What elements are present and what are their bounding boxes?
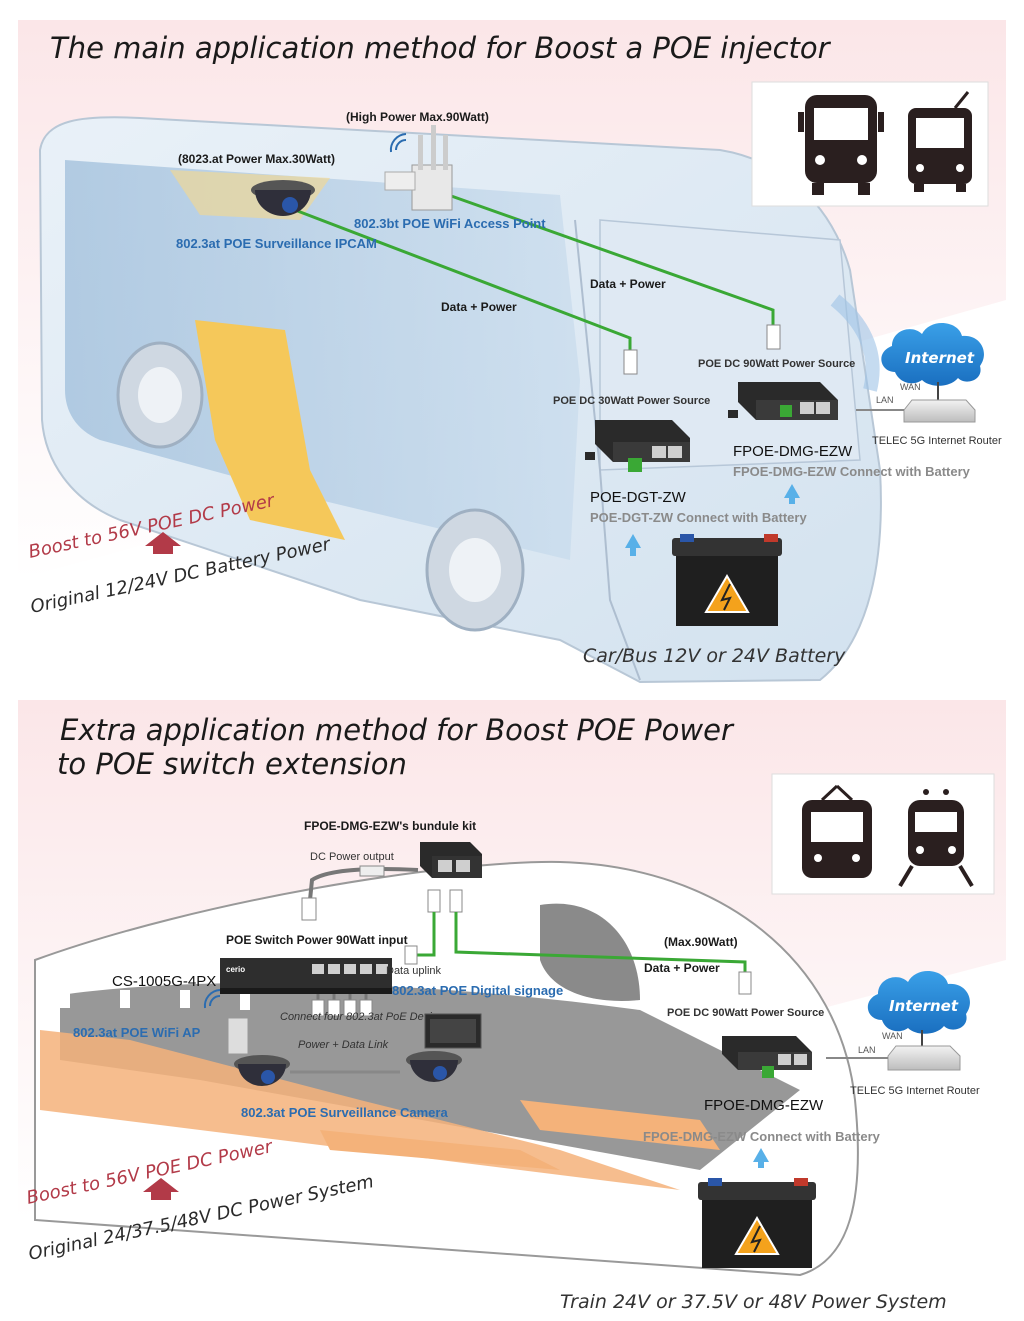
internet-cloud-icon bbox=[867, 970, 970, 1034]
section-1: The main application method for Boost a … bbox=[18, 20, 1006, 684]
ipcam-power-label: (8023.at Power Max.30Watt) bbox=[178, 152, 335, 166]
dome-camera-icon bbox=[234, 1055, 290, 1086]
switch-input-label: POE Switch Power 90Watt input bbox=[226, 933, 408, 947]
power-data-link-label: Power + Data Link bbox=[298, 1039, 389, 1051]
access-point-icon bbox=[384, 125, 453, 211]
rj45-plug-icon bbox=[623, 324, 781, 375]
kit-label: FPOE-DMG-EZW's bundule kit bbox=[304, 819, 476, 833]
injector-kit-icon bbox=[420, 842, 482, 878]
lan-label-2: LAN bbox=[858, 1045, 876, 1055]
connect-four-label: Connect four 802.3at PoE Device bbox=[280, 1011, 443, 1023]
router-label-2: TELEC 5G Internet Router bbox=[850, 1085, 980, 1097]
wifi-signal-icon bbox=[389, 133, 407, 153]
src30-label: POE DC 30Watt Power Source bbox=[553, 395, 710, 407]
internet-cloud-icon bbox=[881, 322, 984, 386]
src90-label: POE DC 90Watt Power Source bbox=[698, 358, 855, 370]
switch-model-label: CS-1005G-4PX bbox=[112, 973, 216, 990]
section-1-cables bbox=[294, 190, 775, 350]
router-label: TELEC 5G Internet Router bbox=[872, 435, 1002, 447]
fpoe-dmg-ezw-device bbox=[722, 1036, 812, 1078]
blue-arrow-icon bbox=[753, 1148, 769, 1168]
switch-brand-logo: cerio bbox=[226, 965, 245, 974]
wan-label: WAN bbox=[900, 382, 921, 392]
fpoe-dmg-ezw-device bbox=[728, 382, 838, 420]
data-power-label-left: Data + Power bbox=[441, 300, 517, 314]
section-1-title: The main application method for Boost a … bbox=[50, 31, 832, 65]
ap-label: 802.3bt POE WiFi Access Point bbox=[354, 216, 546, 231]
internet-label-2: Internet bbox=[889, 997, 959, 1015]
signage-label: 802.3at POE Digital signage bbox=[392, 983, 563, 998]
blue-arrow-icon bbox=[625, 484, 800, 556]
train-icons-panel bbox=[771, 773, 995, 895]
poe-switch-device: cerio bbox=[220, 958, 392, 994]
car-battery-icon bbox=[672, 534, 782, 626]
battery-caption-2: Train 24V or 37.5V or 48V Power System bbox=[560, 1291, 947, 1313]
ipcam-label: 802.3at POE Surveillance IPCAM bbox=[176, 236, 377, 251]
zw-connect-label: POE-DGT-ZW Connect with Battery bbox=[590, 510, 807, 525]
model-ezw-label-2: FPOE-DMG-EZW bbox=[704, 1097, 824, 1114]
model-zw-label: POE-DGT-ZW bbox=[590, 489, 687, 506]
boost-arrow-icon bbox=[143, 1178, 179, 1200]
trolleybus-icon bbox=[908, 91, 972, 192]
digital-signage-icon bbox=[424, 1013, 482, 1049]
train-front-icon bbox=[898, 789, 974, 888]
poe-dgt-zw-device bbox=[585, 420, 690, 472]
wifi-ap-icon bbox=[203, 989, 249, 1055]
dome-camera-icon bbox=[406, 1051, 462, 1082]
section-2-title-line2: to POE switch extension bbox=[57, 747, 407, 781]
bus-front-icon bbox=[798, 95, 884, 195]
data-power-label-right: Data + Power bbox=[590, 277, 666, 291]
model-ezw-label: FPOE-DMG-EZW bbox=[733, 443, 853, 460]
data-power-label: Data + Power bbox=[644, 961, 720, 975]
ezw-connect-label-2: FPOE-DMG-EZW Connect with Battery bbox=[643, 1129, 881, 1144]
boost-arrow-icon bbox=[145, 532, 181, 554]
ap-power-label: (High Power Max.90Watt) bbox=[346, 110, 489, 124]
bus-icons-panel bbox=[751, 81, 989, 207]
section-2-title-line1: Extra application method for Boost POE P… bbox=[60, 713, 735, 747]
data-uplink-label: Data uplink bbox=[386, 965, 442, 977]
tram-icon bbox=[802, 784, 872, 878]
internet-label: Internet bbox=[905, 349, 975, 367]
max90-label: (Max.90Watt) bbox=[664, 935, 738, 949]
section-2: Extra application method for Boost POE P… bbox=[18, 700, 1006, 1313]
train-battery-icon bbox=[698, 1178, 816, 1268]
wan-label-2: WAN bbox=[882, 1031, 903, 1041]
bus-illustration bbox=[38, 116, 882, 684]
router-icon bbox=[903, 399, 976, 423]
wifi-ap-label: 802.3at POE WiFi AP bbox=[73, 1025, 201, 1040]
router-icon bbox=[887, 1045, 961, 1071]
src90-label-2: POE DC 90Watt Power Source bbox=[667, 1007, 824, 1019]
dome-camera-icon bbox=[251, 180, 315, 216]
section-2-cables bbox=[415, 912, 747, 972]
dc-output-label: DC Power output bbox=[310, 851, 394, 863]
lan-label: LAN bbox=[876, 395, 894, 405]
battery-caption: Car/Bus 12V or 24V Battery bbox=[583, 645, 846, 667]
ezw-connect-label: FPOE-DMG-EZW Connect with Battery bbox=[733, 464, 971, 479]
camera-label: 802.3at POE Surveillance Camera bbox=[241, 1105, 448, 1120]
